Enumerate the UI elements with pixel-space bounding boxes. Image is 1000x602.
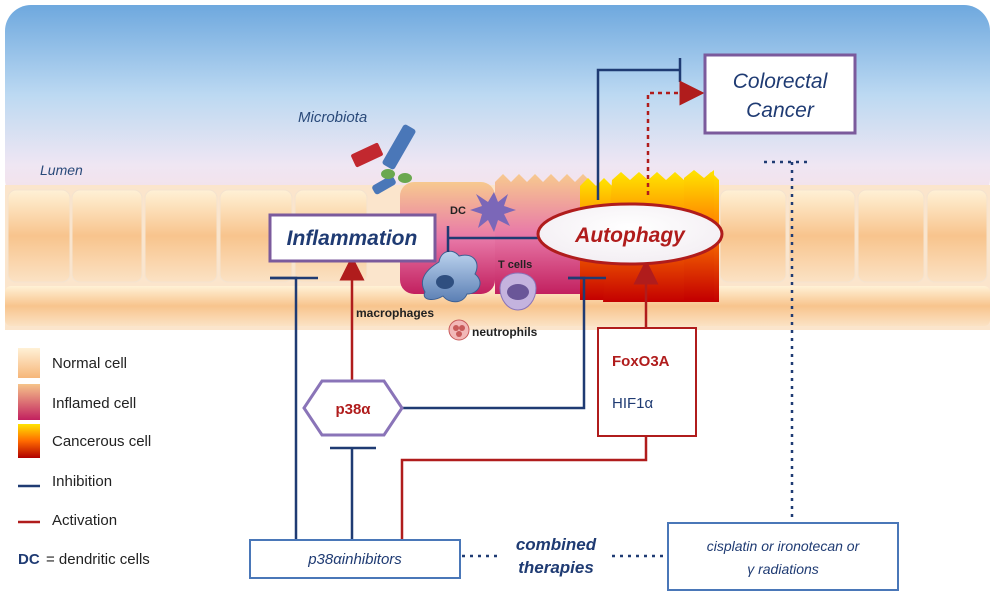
legend-inhibition-label: Inhibition xyxy=(52,473,112,490)
p38a-label: p38α xyxy=(335,401,371,418)
macrophage xyxy=(421,250,481,303)
combined-therapies-line1: combined xyxy=(516,535,597,554)
legend-inflamed-label: Inflamed cell xyxy=(52,395,136,412)
foxo3a-hif1a-box xyxy=(597,327,697,437)
inhibition-connectors xyxy=(270,58,682,540)
p38a-inhibitors-label: p38αinhibitors xyxy=(307,551,402,568)
neutrophils-label: neutrophils xyxy=(472,325,538,339)
chemo-label-line2: γ radiations xyxy=(747,561,819,577)
p38a-hexagon xyxy=(302,379,404,437)
combined-therapies-line2: therapies xyxy=(518,558,594,577)
legend-cancerous-swatch xyxy=(18,424,40,458)
microbiota-label: Microbiota xyxy=(298,109,367,126)
autophagy-ellipse xyxy=(536,202,724,266)
neutrophil xyxy=(448,319,470,341)
hif1a-label: HIF1α xyxy=(612,395,654,412)
basal-layer xyxy=(5,286,990,326)
legend-inflamed-swatch xyxy=(18,384,40,420)
dc-label: DC xyxy=(450,205,466,217)
foxo3a-label: FoxO3A xyxy=(612,353,670,370)
legend-dc-def: = dendritic cells xyxy=(46,551,150,568)
dendritic-cell xyxy=(470,192,516,232)
t-cell xyxy=(499,272,537,311)
colorectal-label-line1: Colorectal xyxy=(733,70,829,93)
colorectal-cancer-box xyxy=(703,53,857,135)
macrophages-label: macrophages xyxy=(356,306,434,320)
activation-connectors xyxy=(339,80,705,540)
t-cells-label: T cells xyxy=(498,259,532,271)
colorectal-label-line2: Cancer xyxy=(746,99,815,122)
legend-dc-abbr: DC xyxy=(18,551,40,568)
chemo-box xyxy=(667,522,899,591)
legend-normal-swatch xyxy=(18,348,40,378)
inflammation-box xyxy=(268,213,437,263)
dotted-connectors xyxy=(462,160,808,558)
chemo-label-line1: cisplatin or ironotecan or xyxy=(707,538,861,554)
legend-activation-label: Activation xyxy=(52,512,117,529)
inflammation-label: Inflammation xyxy=(287,227,418,250)
autophagy-label: Autophagy xyxy=(574,224,686,247)
microbiota-shapes xyxy=(351,124,416,195)
lumen-label: Lumen xyxy=(40,162,83,178)
normal-cells xyxy=(7,189,988,283)
legend-cancerous-label: Cancerous cell xyxy=(52,433,151,450)
p38a-inhibitors-box xyxy=(249,539,461,579)
legend-normal-label: Normal cell xyxy=(52,355,127,372)
